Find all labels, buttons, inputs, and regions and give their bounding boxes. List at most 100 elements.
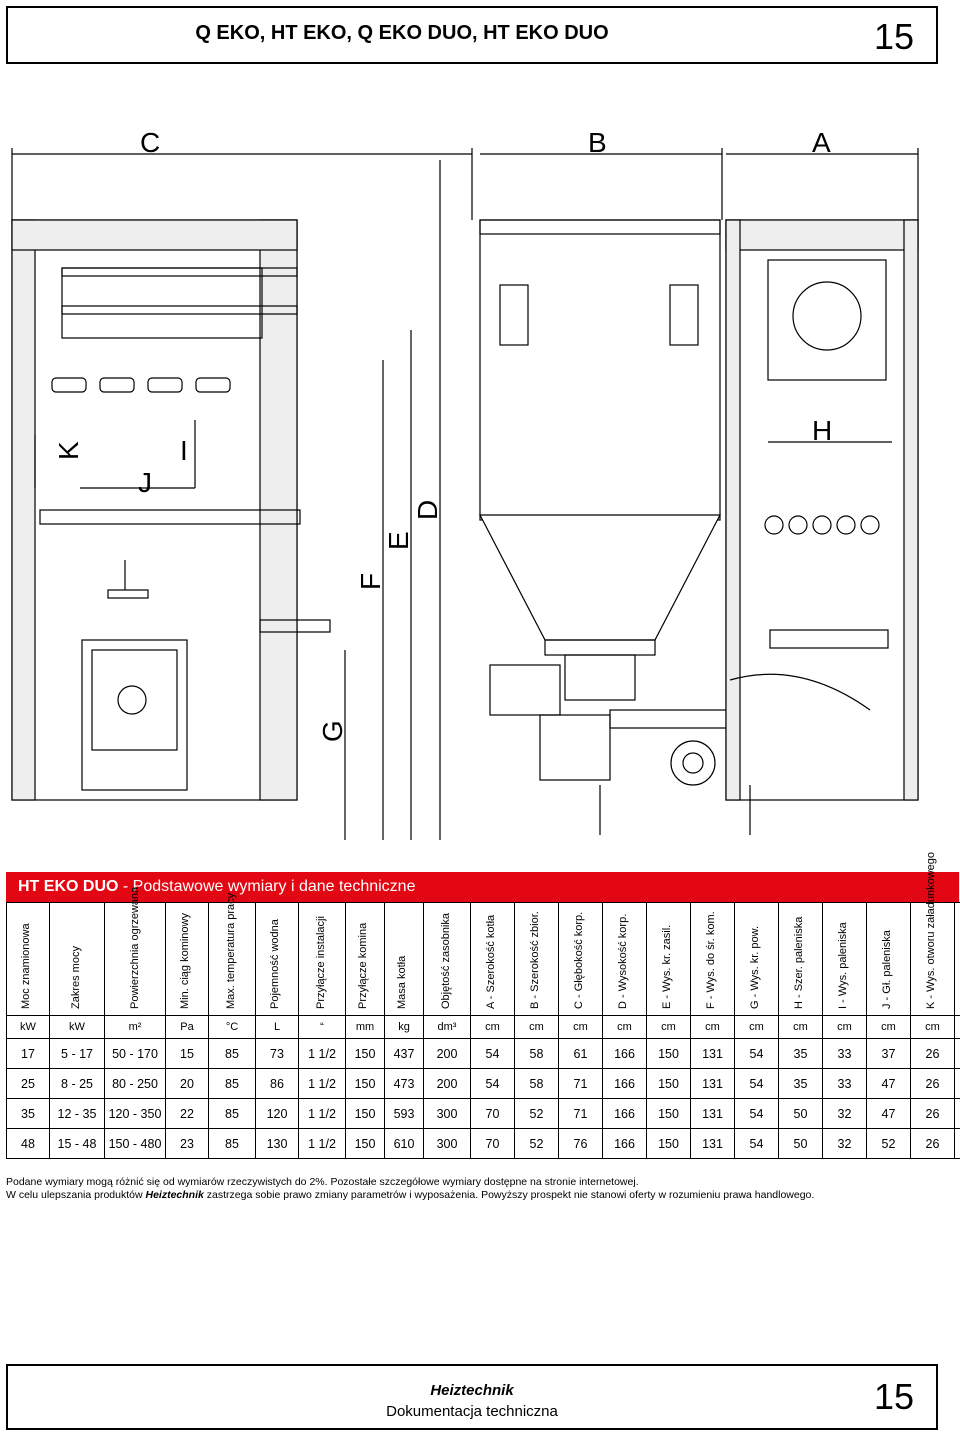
table-cell: 85 [208, 1128, 256, 1159]
table-cell: 20 [165, 1068, 209, 1099]
table-cell: 26 [910, 1098, 955, 1129]
unit-cell: cm [778, 1015, 823, 1039]
table-cell: 131 [690, 1098, 735, 1129]
table-cell: 25 [6, 1068, 50, 1099]
table-cell: 1 1/2 [298, 1068, 346, 1099]
table-cell: 1 1/2 [298, 1038, 346, 1069]
table-cell: 32 [822, 1098, 867, 1129]
column-header: Pojemność wodna [255, 902, 299, 1016]
table-cell: 73 [255, 1038, 299, 1069]
table-cell: 593 [384, 1098, 424, 1129]
table-cell: 85 [208, 1038, 256, 1069]
unit-cell: kW [6, 1015, 50, 1039]
note-line-2-pre: W celu ulepszania produktów [6, 1189, 146, 1201]
column-header: Powierzchnia ogrzewana [104, 887, 166, 1016]
table-cell: 52 [514, 1128, 559, 1159]
table-cell: 150 - 480 [104, 1128, 166, 1159]
table-cell: 58 [514, 1038, 559, 1069]
footer-brand: Heiztechnik [430, 1382, 514, 1399]
table-cell: 1 1/2 [298, 1128, 346, 1159]
column-header: H - Szer. paleniska [778, 902, 823, 1016]
table-cell: 5 - 17 [49, 1038, 105, 1069]
table-cell: 166 [602, 1098, 647, 1129]
unit-cell: cm [954, 1015, 960, 1039]
unit-cell: kg [384, 1015, 424, 1039]
unit-cell: kW [49, 1015, 105, 1039]
table-cell: 131 [690, 1128, 735, 1159]
column-header: K - Wys. otworu załadunkowego [910, 852, 955, 1016]
table-cell: 54 [470, 1068, 515, 1099]
table-cell: 200 [423, 1038, 471, 1069]
table-cell: 128 [954, 1128, 960, 1159]
table-cell: 118 [954, 1068, 960, 1099]
table-cell: 473 [384, 1068, 424, 1099]
boiler-front-view [725, 219, 919, 801]
table-cell: 47 [866, 1098, 911, 1129]
table-cell: 52 [514, 1098, 559, 1129]
fuel-hopper [479, 219, 721, 521]
table-cell: 48 [6, 1128, 50, 1159]
table-cell: 166 [602, 1128, 647, 1159]
table-cell: 33 [822, 1038, 867, 1069]
table-cell: 1 1/2 [298, 1098, 346, 1129]
dim-label-e: E [383, 531, 414, 550]
table-cell: 200 [423, 1068, 471, 1099]
table-cell: 52 [866, 1128, 911, 1159]
table-cell: 150 [646, 1068, 691, 1099]
table-cell: 71 [558, 1098, 603, 1129]
header-box: Q EKO, HT EKO, Q EKO DUO, HT EKO DUO 15 [6, 6, 938, 64]
column-header: E - Wys. kr. zasil. [646, 902, 691, 1016]
table-cell: 54 [734, 1068, 779, 1099]
dim-label-b: B [588, 127, 607, 158]
note-line-2-post: zastrzega sobie prawo zmiany parametrów … [203, 1189, 815, 1201]
dim-label-c: C [140, 127, 160, 158]
note-line-2: W celu ulepszania produktów Heiztechnik … [6, 1189, 814, 1202]
table-cell: 54 [734, 1128, 779, 1159]
table-cell: 150 [345, 1038, 385, 1069]
table-cell: 50 [778, 1098, 823, 1129]
table-cell: 150 [345, 1068, 385, 1099]
table-cell: 58 [514, 1068, 559, 1099]
column-header: Zakres mocy [49, 902, 105, 1016]
motor [539, 714, 611, 781]
unit-cell: cm [690, 1015, 735, 1039]
column-header: Min. ciąg kominowy [165, 902, 209, 1016]
column-header: C - Głębokość korp. [558, 902, 603, 1016]
page-title: Q EKO, HT EKO, Q EKO DUO, HT EKO DUO [195, 22, 609, 44]
table-cell: 8 - 25 [49, 1068, 105, 1099]
unit-cell: cm [602, 1015, 647, 1039]
unit-cell: cm [470, 1015, 515, 1039]
table-cell: 120 - 350 [104, 1098, 166, 1129]
unit-cell: °C [208, 1015, 256, 1039]
unit-cell: mm [345, 1015, 385, 1039]
table-cell: 131 [690, 1038, 735, 1069]
column-header: F - Wys. do śr. kom. [690, 902, 735, 1016]
unit-cell: “ [298, 1015, 346, 1039]
column-header: Przyłącze komina [345, 902, 385, 1016]
table-cell: 32 [822, 1128, 867, 1159]
unit-cell: dm³ [423, 1015, 471, 1039]
column-header: D - Wysokość korp. [602, 902, 647, 1016]
table-title-model: HT EKO DUO [18, 878, 119, 895]
dim-label-h: H [812, 415, 832, 446]
table-cell: 80 - 250 [104, 1068, 166, 1099]
table-cell: 23 [165, 1128, 209, 1159]
table-cell: 131 [690, 1068, 735, 1099]
column-header: Masa kotła [384, 902, 424, 1016]
boiler-technical-drawing: C B A H J I K G F E D [11, 127, 919, 840]
table-cell: 150 [646, 1128, 691, 1159]
unit-cell: cm [822, 1015, 867, 1039]
table-cell: 300 [423, 1098, 471, 1129]
column-header: Moc znamionowa [6, 902, 50, 1016]
column-header: B - Szerokość zbior. [514, 902, 559, 1016]
table-cell: 47 [866, 1068, 911, 1099]
page-number: 15 [873, 16, 914, 57]
table-cell: 128 [954, 1098, 960, 1129]
table-cell: 85 [208, 1068, 256, 1099]
table-cell: 130 [255, 1128, 299, 1159]
note-line-1: Podane wymiary mogą różnić się od wymiar… [6, 1176, 639, 1188]
table-cell: 54 [734, 1098, 779, 1129]
